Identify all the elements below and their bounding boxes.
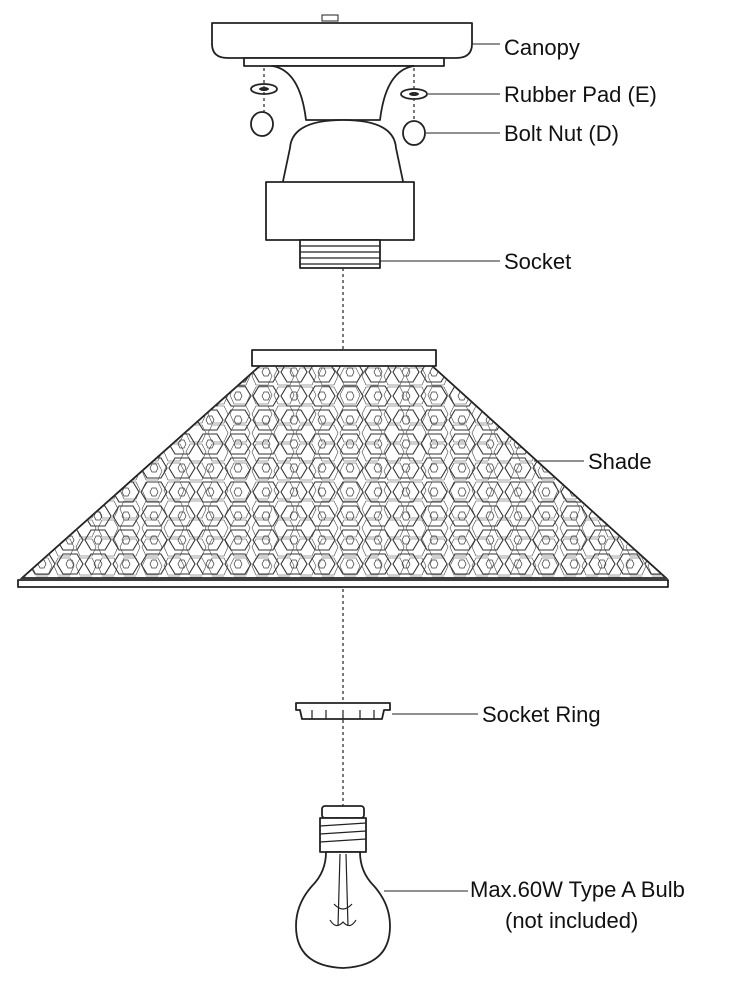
socket xyxy=(299,239,381,269)
bolt-nut-right xyxy=(402,120,426,146)
canopy-label: Canopy xyxy=(504,35,580,60)
rubber-pad-label: Rubber Pad (E) xyxy=(504,82,657,107)
shade-label: Shade xyxy=(588,449,652,474)
socket-ring xyxy=(295,702,391,720)
bolt-nut-left xyxy=(250,111,274,137)
bulb-label: Max.60W Type A Bulb xyxy=(470,877,685,902)
socket-holder xyxy=(265,65,415,241)
bulb xyxy=(295,805,391,969)
socket-label: Socket xyxy=(504,249,572,274)
bolt-nut-label: Bolt Nut (D) xyxy=(504,121,619,146)
shade xyxy=(17,349,669,588)
canopy xyxy=(211,14,473,67)
socket-ring-label: Socket Ring xyxy=(482,702,601,727)
bulb-note: (not included) xyxy=(505,908,639,933)
